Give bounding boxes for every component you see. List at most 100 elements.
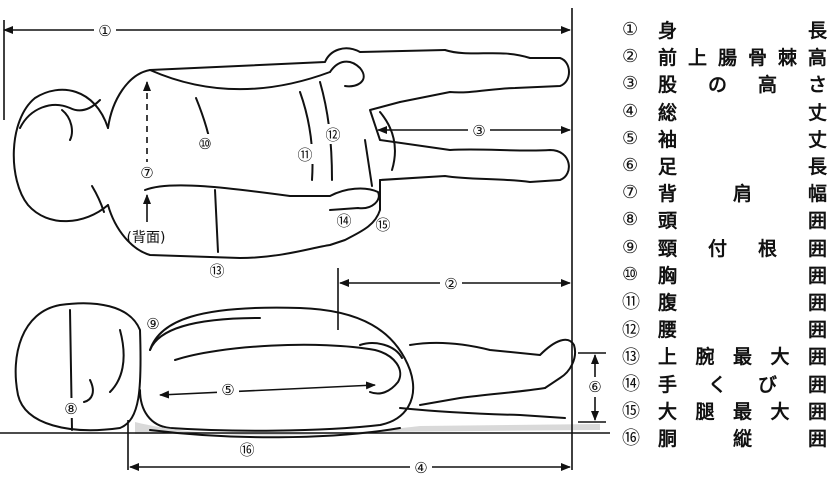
legend-char: の — [708, 70, 727, 97]
legend-char: 囲 — [808, 370, 827, 397]
marker-6: ⑥ — [588, 378, 601, 396]
legend-label: 大腿最大囲 — [648, 397, 827, 424]
legend-number: ④ — [622, 101, 648, 122]
legend-number: ⑬ — [622, 343, 648, 369]
legend-label: 頸付根囲 — [648, 234, 827, 261]
legend-char: 股 — [658, 70, 677, 97]
legend-char: 大 — [658, 397, 677, 424]
legend-char: 囲 — [808, 206, 827, 233]
legend-number: ⑨ — [622, 237, 648, 258]
legend-char: 腹 — [658, 288, 677, 315]
marker-7: ⑦ — [140, 164, 153, 182]
legend-number: ③ — [622, 73, 648, 94]
legend-char: 頸 — [658, 234, 677, 261]
marker-1: ① — [98, 22, 111, 40]
legend-char: 総 — [658, 98, 677, 125]
legend-label: 背肩幅 — [648, 179, 827, 206]
legend-char: 囲 — [808, 261, 827, 288]
legend-number: ⑭ — [622, 370, 648, 396]
marker-5: ⑤ — [221, 381, 234, 399]
legend-label: 前上腸骨棘高 — [648, 43, 827, 70]
legend-char: 囲 — [808, 397, 827, 424]
marker-13: ⑬ — [209, 262, 224, 280]
legend-char: 足 — [658, 152, 677, 179]
legend-char: 腿 — [695, 397, 714, 424]
legend-number: ⑦ — [622, 182, 648, 203]
marker-9: ⑨ — [146, 315, 159, 333]
legend-item: ⑬上腕最大囲 — [622, 342, 827, 369]
legend-char: 手 — [658, 370, 677, 397]
legend-char: 長 — [808, 16, 827, 43]
legend-char: 付 — [708, 234, 727, 261]
legend-char: 胸 — [658, 261, 677, 288]
legend-label: 頭囲 — [648, 206, 827, 233]
legend-char: 腕 — [695, 342, 714, 369]
measure-lines — [4, 8, 606, 470]
marker-14: ⑭ — [336, 212, 351, 230]
legend-char: 丈 — [808, 125, 827, 152]
legend-char: く — [708, 370, 727, 397]
legend-char: 棘 — [778, 43, 797, 70]
legend-char: 胴 — [658, 424, 677, 451]
legend-char: 囲 — [808, 424, 827, 451]
legend-label: 胴縦囲 — [648, 424, 827, 451]
legend-char: 最 — [733, 342, 752, 369]
legend-label: 股の高さ — [648, 70, 827, 97]
legend-char: 幅 — [808, 179, 827, 206]
legend-char: 縦 — [733, 424, 752, 451]
legend-number: ⑮ — [622, 397, 648, 423]
legend-label: 袖丈 — [648, 125, 827, 152]
legend-char: 高 — [758, 70, 777, 97]
legend-char: 最 — [733, 397, 752, 424]
legend-number: ⑥ — [622, 155, 648, 176]
legend-number: ⑪ — [622, 288, 648, 314]
legend-number: ⑧ — [622, 209, 648, 230]
marker-11: ⑪ — [297, 146, 312, 164]
marker-15: ⑮ — [375, 216, 390, 234]
legend-number: ① — [622, 19, 648, 40]
legend-char: 根 — [758, 234, 777, 261]
back-label: (背面) — [127, 230, 166, 246]
legend-item: ⑪腹囲 — [622, 288, 827, 315]
legend-label: 総丈 — [648, 98, 827, 125]
legend-label: 身長 — [648, 16, 827, 43]
legend-char: 前 — [658, 43, 677, 70]
legend-char: 上 — [658, 342, 677, 369]
marker-16: ⑯ — [239, 441, 254, 459]
legend-char: 囲 — [808, 315, 827, 342]
marker-2: ② — [444, 275, 457, 293]
legend-label: 腰囲 — [648, 315, 827, 342]
legend-item: ⑥足 長 — [622, 152, 827, 179]
marker-4: ④ — [414, 459, 427, 477]
legend-char: 長 — [808, 152, 827, 179]
legend-label: 胸囲 — [648, 261, 827, 288]
marker-8: ⑧ — [64, 400, 77, 418]
legend-char: 大 — [770, 397, 789, 424]
marker-3: ③ — [472, 122, 485, 140]
legend-char: 頭 — [658, 206, 677, 233]
legend-char: 背 — [658, 179, 677, 206]
legend-char: 骨 — [748, 43, 767, 70]
marker-12: ⑫ — [325, 126, 340, 144]
legend-char: 囲 — [808, 342, 827, 369]
legend-number: ⑯ — [622, 424, 648, 450]
top-figure — [14, 48, 569, 258]
legend-char: 上 — [688, 43, 707, 70]
legend-number: ② — [622, 46, 648, 67]
legend-number: ⑩ — [622, 264, 648, 285]
legend-char: 身 — [658, 16, 677, 43]
legend-char: 肩 — [733, 179, 752, 206]
legend-char: 腸 — [718, 43, 737, 70]
legend-item: ⑭手くび囲 — [622, 369, 827, 396]
